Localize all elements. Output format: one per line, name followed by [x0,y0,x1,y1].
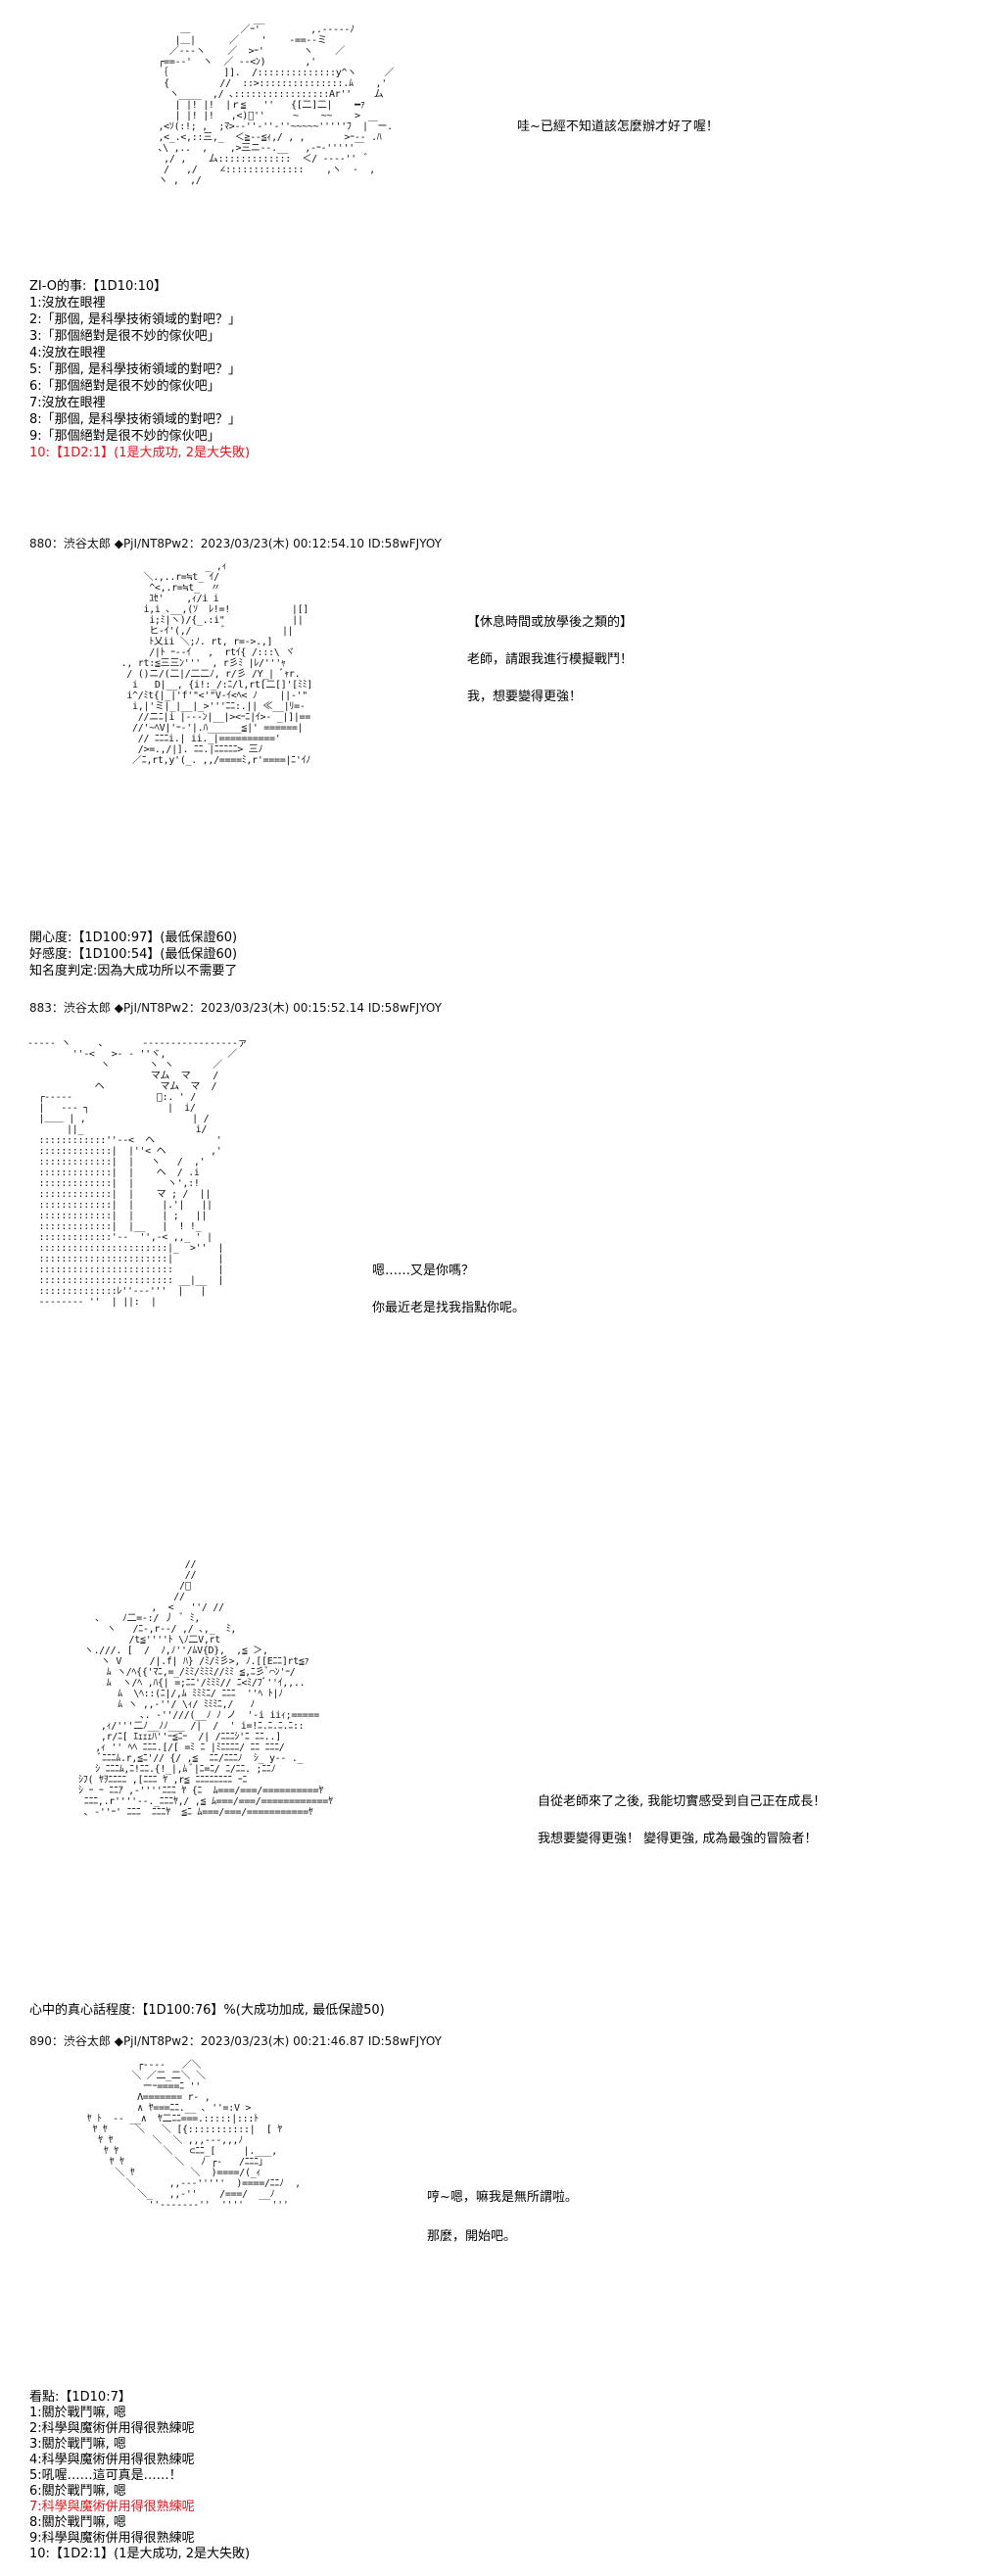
list-item: 7:沒放在眼裡 [29,396,106,410]
list-item: ZI-O的事:【1D10:10】 [29,279,167,294]
list-item: 3:「那個絕對是很不妙的傢伙吧」 [29,329,220,344]
dialogue-line: 我想要變得更強！ 變得更強, 成為最強的冒險者！ [538,1832,818,1846]
ascii-art-scene-3: ‐‐‐‐‐ ヽ ､ ‐‐‐‐‐‐‐‐‐‐‐‐‐‐‐‐‐ァ ''-< >- ‐ '… [27,1038,248,1308]
dialogue-line: 自從老師來了之後, 我能切實感受到自己正在成長！ [538,1794,827,1809]
stat-line: 好感度:【1D100:54】(最低保證60) [29,947,238,962]
post-header: 883：渋谷太郎 ◆PjI/NT8Pw2：2023/03/23(木) 00:15… [29,1001,443,1015]
ascii-art-scene-4: // // /ﾞ // , < ''/ // ､ ﾉ二=-:/ 丿 ﾞ ﾐ, ヽ… [78,1559,333,1818]
list-item: 2:「那個, 是科學技術領域的對吧？」 [29,312,241,327]
dialogue-line: 我，想要變得更強！ [467,690,583,704]
dialogue-block: 嗯……又是你嗎？ 你最近老是找我指點你呢。 [372,1264,525,1338]
dialogue-line: 老師，請跟我進行模擬戰鬥！ [467,652,634,667]
list-item: 看點:【1D10:7】 [29,2390,131,2405]
list-item: 1:沒放在眼裡 [29,296,106,310]
dialogue-line: 你最近老是找我指點你呢。 [372,1301,526,1315]
list-item: 5:「那個, 是科學技術領域的對吧？」 [29,362,241,377]
list-item: 6:關於戰鬥嘛, 嗯 [29,2484,126,2499]
list-item: 9:「那個絕對是很不妙的傢伙吧」 [29,429,220,444]
list-item: 4:科學與魔術併用得很熟練呢 [29,2453,195,2467]
ascii-art-scene-2: _ ,ｨ ＼.,..r=≒t_ ｲ/ ^<,.r=≒t_ 〃 ﾕｾ' ,ｨ/i … [120,561,313,766]
list-item: 8:「那個, 是科學技術領域的對吧？」 [29,412,241,427]
ascii-art-scene-1: __ ＿ ／ｰ' ,.-‐‐-‐ﾉ |＿| ／ ' ‐==‐‐ミ ／--‐ヽ ／… [158,14,395,186]
list-item: 1:關於戰鬥嘛, 嗯 [29,2406,126,2420]
list-item-highlighted: 10:【1D2:1】(1是大成功, 2是大失敗) [29,446,251,460]
list-item: 2:科學與魔術併用得很熟練呢 [29,2421,195,2436]
list-item: 9:科學與魔術併用得很熟練呢 [29,2531,195,2546]
dice-roll-list: 看點:【1D10:7】 1:關於戰鬥嘛, 嗯 2:科學與魔術併用得很熟練呢 3:… [29,2390,250,2562]
dialogue-line: 那麼，開始吧。 [427,2229,517,2244]
dialogue-line: 哼~嗯，嘛我是無所謂啦。 [427,2190,578,2205]
post-header: 880：渋谷太郎 ◆PjI/NT8Pw2：2023/03/23(木) 00:12… [29,537,443,550]
list-item: 5:吼喔……這可真是……！ [29,2468,182,2483]
list-item: 10:【1D2:1】(1是大成功, 2是大失敗) [29,2547,251,2561]
dice-roll-list: ZI-O的事:【1D10:10】 1:沒放在眼裡 2:「那個, 是科學技術領域的… [29,279,250,462]
list-item: 4:沒放在眼裡 [29,346,106,360]
stat-line: 知名度判定:因為大成功所以不需要了 [29,964,238,978]
post-header: 890：渋谷太郎 ◆PjI/NT8Pw2：2023/03/23(木) 00:21… [29,2034,443,2048]
dialogue-line: 哇~已經不知道該怎麼辦才好了喔！ [517,119,719,134]
list-item-highlighted: 7:科學與魔術併用得很熟練呢 [29,2500,195,2514]
stat-line: 開心度:【1D100:97】(最低保證60) [29,930,238,945]
dialogue-line: 嗯……又是你嗎？ [372,1264,475,1278]
list-item: 8:關於戰鬥嘛, 嗯 [29,2515,126,2530]
ascii-art-scene-5: ┌‐‐‐- ／＼ ＼ ／二_二＼ ＼ ーｰ====ﾆ '' Λ======= r… [86,2060,302,2211]
stat-line: 心中的真心話程度:【1D100:76】%(大成功加成, 最低保證50) [29,2003,385,2018]
list-item: 3:關於戰鬥嘛, 嗯 [29,2437,126,2452]
stats-block: 開心度:【1D100:97】(最低保證60) 好感度:【1D100:54】(最低… [29,930,237,980]
dialogue-line: 【休息時間或放學後之類的】 [467,615,634,630]
list-item: 6:「那個絕對是很不妙的傢伙吧」 [29,379,220,394]
dialogue-block: 自從老師來了之後, 我能切實感受到自己正在成長！ 我想要變得更強！ 變得更強, … [538,1794,826,1869]
dialogue-block: 【休息時間或放學後之類的】 老師，請跟我進行模擬戰鬥！ 我，想要變得更強！ [467,615,633,727]
dialogue-block: 哼~嗯，嘛我是無所謂啦。 那麼，開始吧。 [427,2190,578,2268]
